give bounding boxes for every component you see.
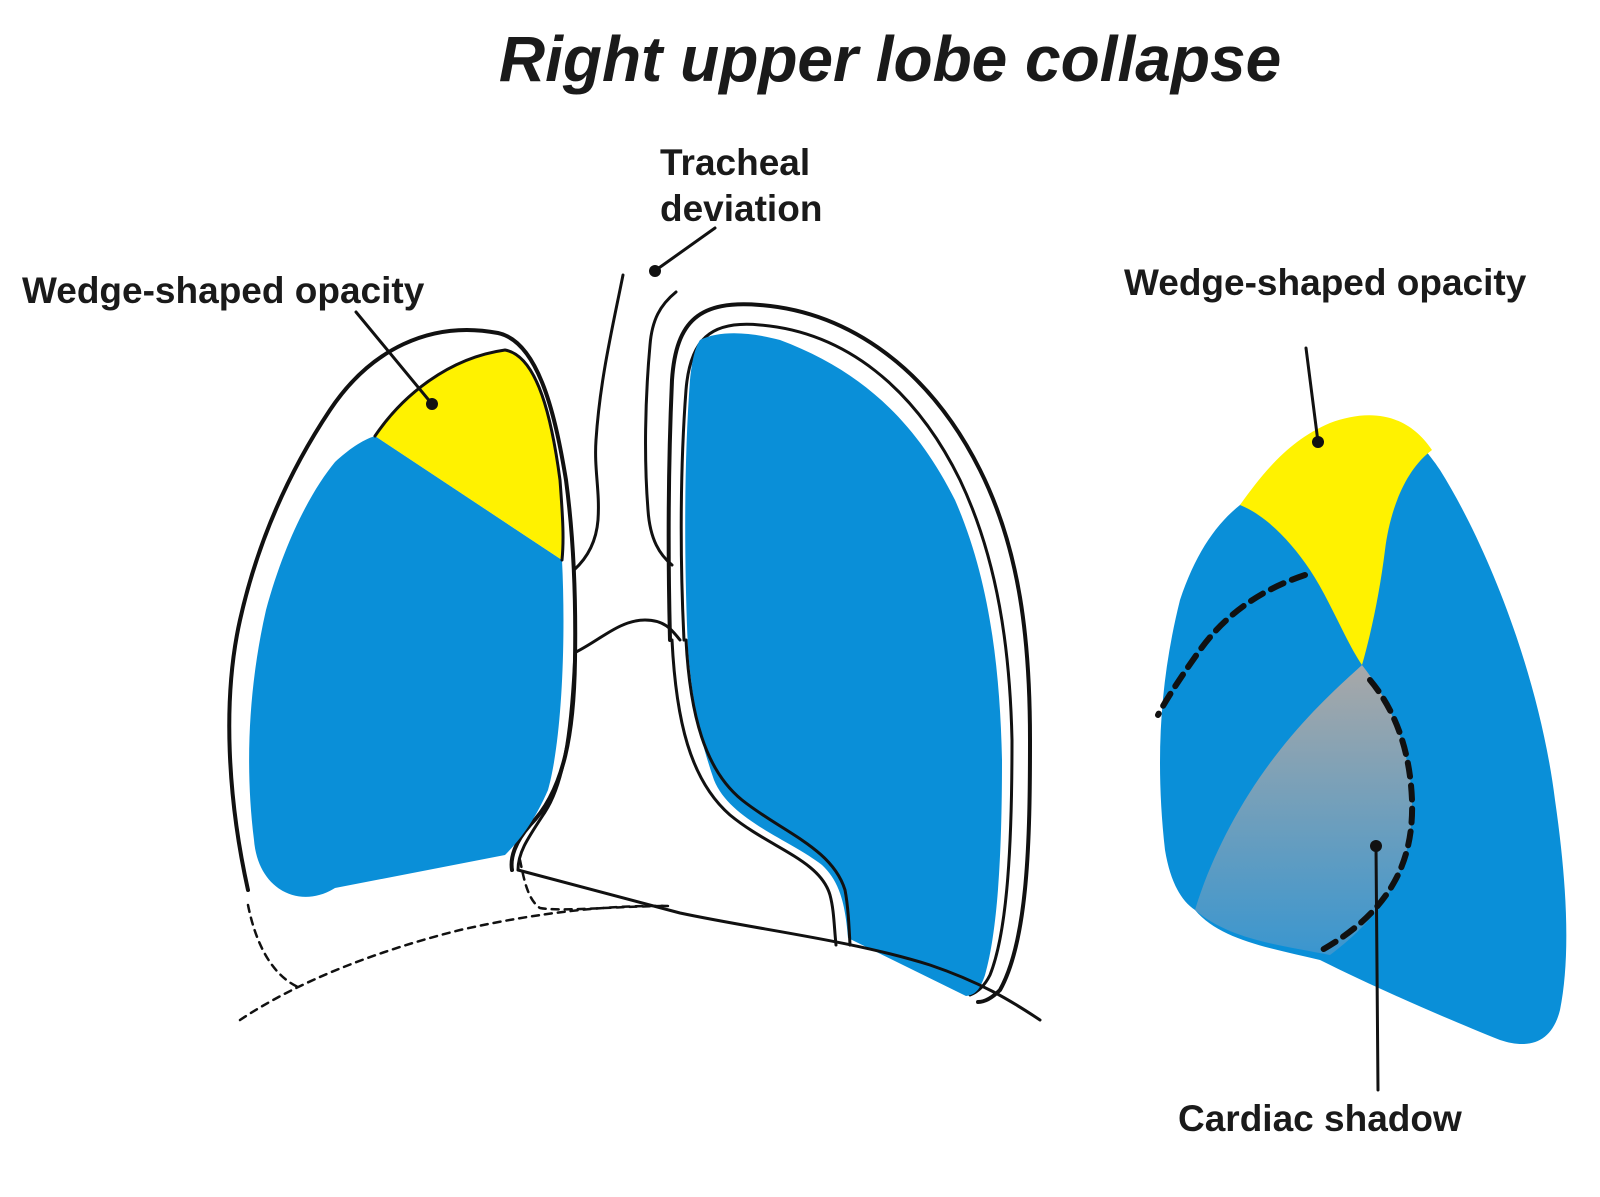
- lateral-view: [1155, 346, 1567, 1092]
- left-lung-outline: [666, 302, 1032, 1004]
- trachea-right-wall: [644, 290, 678, 567]
- left-heart-border: [670, 638, 838, 947]
- mediastinum-contour: [574, 618, 682, 654]
- wedge-left-leader-line: [354, 310, 434, 406]
- left-lung-fill: [685, 333, 1002, 996]
- fissure-dashed-line: [1155, 572, 1308, 718]
- dashed-diaphragm: [238, 904, 670, 1022]
- diagram-title: Right upper lobe collapse: [498, 23, 1282, 95]
- wedge-right-leader-line: [1304, 346, 1320, 444]
- frontal-view: [227, 226, 1042, 1022]
- dashed-costophrenic-right: [246, 903, 302, 990]
- cardiac-leader-line: [1374, 844, 1380, 1092]
- wedge-left-leader-dot: [426, 398, 438, 410]
- right-lung-inner-edge: [373, 348, 565, 562]
- right-upper-lobe-opacity: [375, 350, 564, 560]
- tracheal-leader-line: [654, 226, 717, 272]
- left-lung-inner-outline: [679, 322, 1014, 997]
- trachea-left-wall: [572, 273, 625, 572]
- cardiac-dashed-border: [1319, 677, 1416, 953]
- right-lung-fill: [249, 436, 564, 897]
- tracheal-deviation-label: Tracheal deviation: [660, 140, 822, 232]
- lateral-opacity: [1240, 415, 1432, 665]
- cardiac-shadow: [1195, 665, 1413, 955]
- wedge-right-leader-dot: [1312, 436, 1324, 448]
- dashed-cardiophrenic: [518, 858, 670, 911]
- tracheal-label-line2: deviation: [660, 188, 823, 229]
- wedge-opacity-label-lateral: Wedge-shaped opacity: [1124, 262, 1527, 303]
- tracheal-leader-dot: [649, 265, 661, 277]
- tracheal-label-line1: Tracheal: [660, 142, 811, 183]
- left-heart-border-inner: [684, 638, 852, 947]
- cardiac-shadow-label: Cardiac shadow: [1178, 1098, 1462, 1139]
- cardiac-leader-dot: [1370, 840, 1382, 852]
- right-heart-border: [516, 650, 577, 872]
- wedge-opacity-label-frontal: Wedge-shaped opacity: [22, 270, 425, 311]
- diaphragm-line: [516, 868, 1042, 1022]
